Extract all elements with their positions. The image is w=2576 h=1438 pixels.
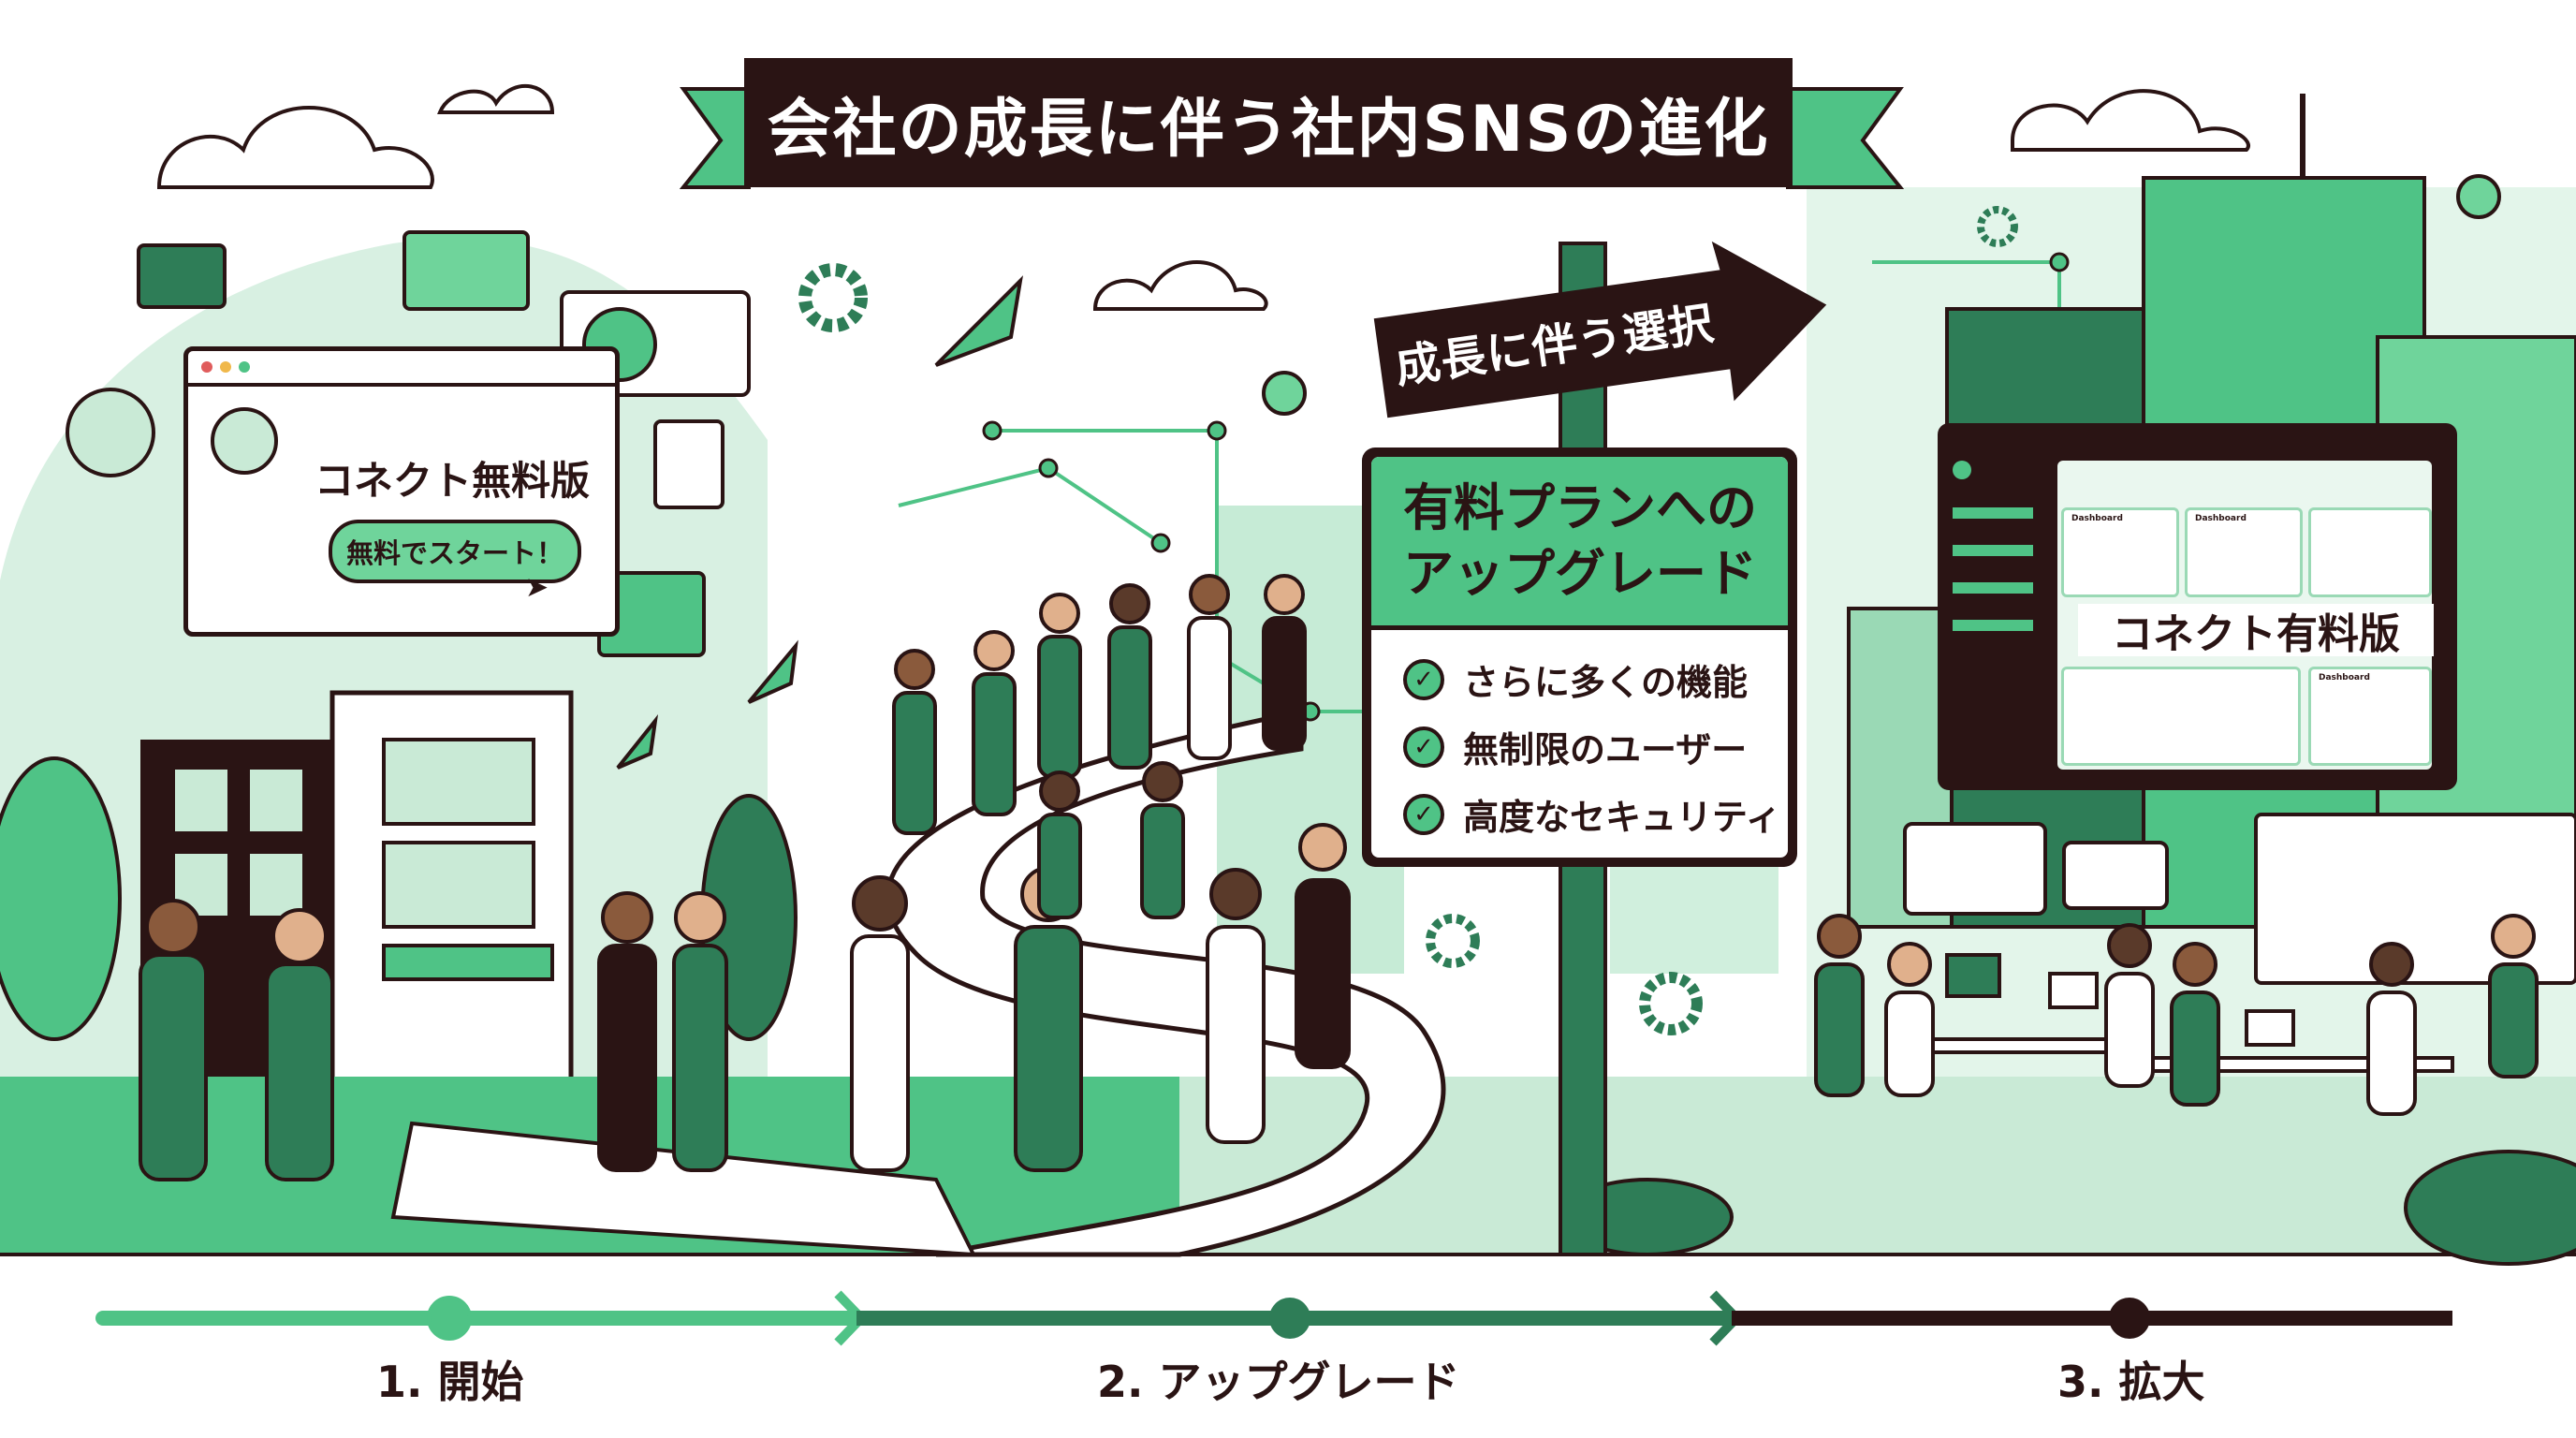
page-title: 会社の成長に伴う社内SNSの進化 xyxy=(744,58,1793,187)
tree xyxy=(0,756,122,1041)
paid-sidebar xyxy=(1938,423,2048,790)
cloud xyxy=(156,106,434,189)
check-icon: ✓ xyxy=(1403,726,1444,768)
dashboard-card: Dashboard xyxy=(2185,507,2303,597)
feature-item: ✓ さらに多くの機能 xyxy=(1403,653,1748,705)
gear-icon xyxy=(1426,914,1480,968)
window-minimize-icon xyxy=(220,361,231,373)
dashboard-card-label: Dashboard xyxy=(2195,514,2247,523)
window-maximize-icon xyxy=(239,361,250,373)
timeline-node-3 xyxy=(2109,1298,2150,1339)
banner-tail-right xyxy=(1786,87,1905,189)
direction-arrow xyxy=(1373,241,1827,418)
gear-icon xyxy=(1977,206,2018,247)
free-app-name: コネクト無料版 xyxy=(315,458,591,504)
timeline-stage-expand: 3. 拡大 xyxy=(2057,1357,2205,1407)
paid-app-window: Dashboard Dashboard Dashboard コネクト有料版 xyxy=(1938,423,2457,790)
dashboard-card xyxy=(2308,507,2432,597)
laptop xyxy=(2245,1009,2295,1047)
chat-bubble-icon xyxy=(402,230,530,311)
start-free-button[interactable]: 無料でスタート！ xyxy=(329,520,581,583)
windows xyxy=(171,738,535,929)
rocket-icon xyxy=(616,714,659,770)
upgrade-heading-line1: 有料プランへの xyxy=(1403,478,1757,537)
gear-icon xyxy=(798,263,868,332)
banner-tail-left xyxy=(679,87,751,189)
feature-item: ✓ 高度なセキュリティ xyxy=(1403,788,1781,840)
window-close-icon xyxy=(201,361,212,373)
sidebar-dot xyxy=(1953,461,1971,479)
people xyxy=(139,574,2539,1181)
desk xyxy=(1917,1037,2127,1054)
sidebar-line xyxy=(1953,582,2033,594)
dashboard-card-label: Dashboard xyxy=(2319,673,2370,682)
sidebar-line xyxy=(1953,620,2033,631)
upgrade-board-panel: 有料プランへの アップグレード ✓ さらに多くの機能 ✓ 無制限のユーザー ✓ … xyxy=(1371,457,1788,858)
lightbulb-icon xyxy=(2456,174,2501,219)
free-app-window: コネクト無料版 無料でスタート！ ➤ xyxy=(183,346,620,637)
chat-bubble-icon xyxy=(1903,822,2047,916)
timeline-stage-upgrade: 2. アップグレード xyxy=(1097,1357,1460,1407)
cloud xyxy=(2011,89,2250,152)
timeline-node-1 xyxy=(427,1296,472,1341)
upgrade-heading: 有料プランへの アップグレード xyxy=(1371,457,1788,630)
check-icon: ✓ xyxy=(1403,658,1444,700)
sidebar-line xyxy=(1953,507,2033,519)
laptop xyxy=(2048,972,2099,1009)
awning xyxy=(382,944,554,981)
dashboard-card-label: Dashboard xyxy=(2071,514,2123,523)
monitor xyxy=(1945,953,2001,998)
feature-label: 無制限のユーザー xyxy=(1463,729,1748,770)
feature-label: 高度なセキュリティ xyxy=(1463,797,1781,838)
cloud xyxy=(437,84,555,114)
growth-path xyxy=(885,708,1446,1257)
gear-icon xyxy=(1639,972,1703,1035)
bush xyxy=(2404,1150,2576,1266)
chat-bubble-icon xyxy=(2062,841,2169,910)
check-icon: ✓ xyxy=(1403,793,1444,835)
lightbulb-icon xyxy=(1262,371,1307,416)
rocket-icon xyxy=(747,639,798,704)
upgrade-heading-line2: アップグレード xyxy=(1403,544,1757,603)
cloud xyxy=(1092,260,1268,311)
dashboard-card: Dashboard xyxy=(2061,507,2179,597)
walkway xyxy=(390,1121,977,1257)
sidebar-line xyxy=(1953,545,2033,556)
paid-app-name: コネクト有料版 xyxy=(2078,604,2434,658)
rocket-icon xyxy=(934,275,1023,367)
upgrade-board: 有料プランへの アップグレード ✓ さらに多くの機能 ✓ 無制限のユーザー ✓ … xyxy=(1362,448,1797,867)
dashboard-card xyxy=(2061,667,2301,766)
feature-item: ✓ 無制限のユーザー xyxy=(1403,721,1747,772)
cursor-icon: ➤ xyxy=(525,571,549,604)
chat-bubble-icon xyxy=(137,243,227,309)
dashboard-card: Dashboard xyxy=(2308,667,2432,766)
avatar xyxy=(66,388,155,477)
feature-label: さらに多くの機能 xyxy=(1463,662,1749,703)
window-titlebar xyxy=(188,351,615,387)
timeline-stage-start: 1. 開始 xyxy=(376,1357,524,1407)
avatar xyxy=(211,407,278,475)
wall-screen xyxy=(2254,813,2576,985)
timeline-node-2 xyxy=(1269,1298,1310,1339)
document-icon xyxy=(653,419,724,509)
